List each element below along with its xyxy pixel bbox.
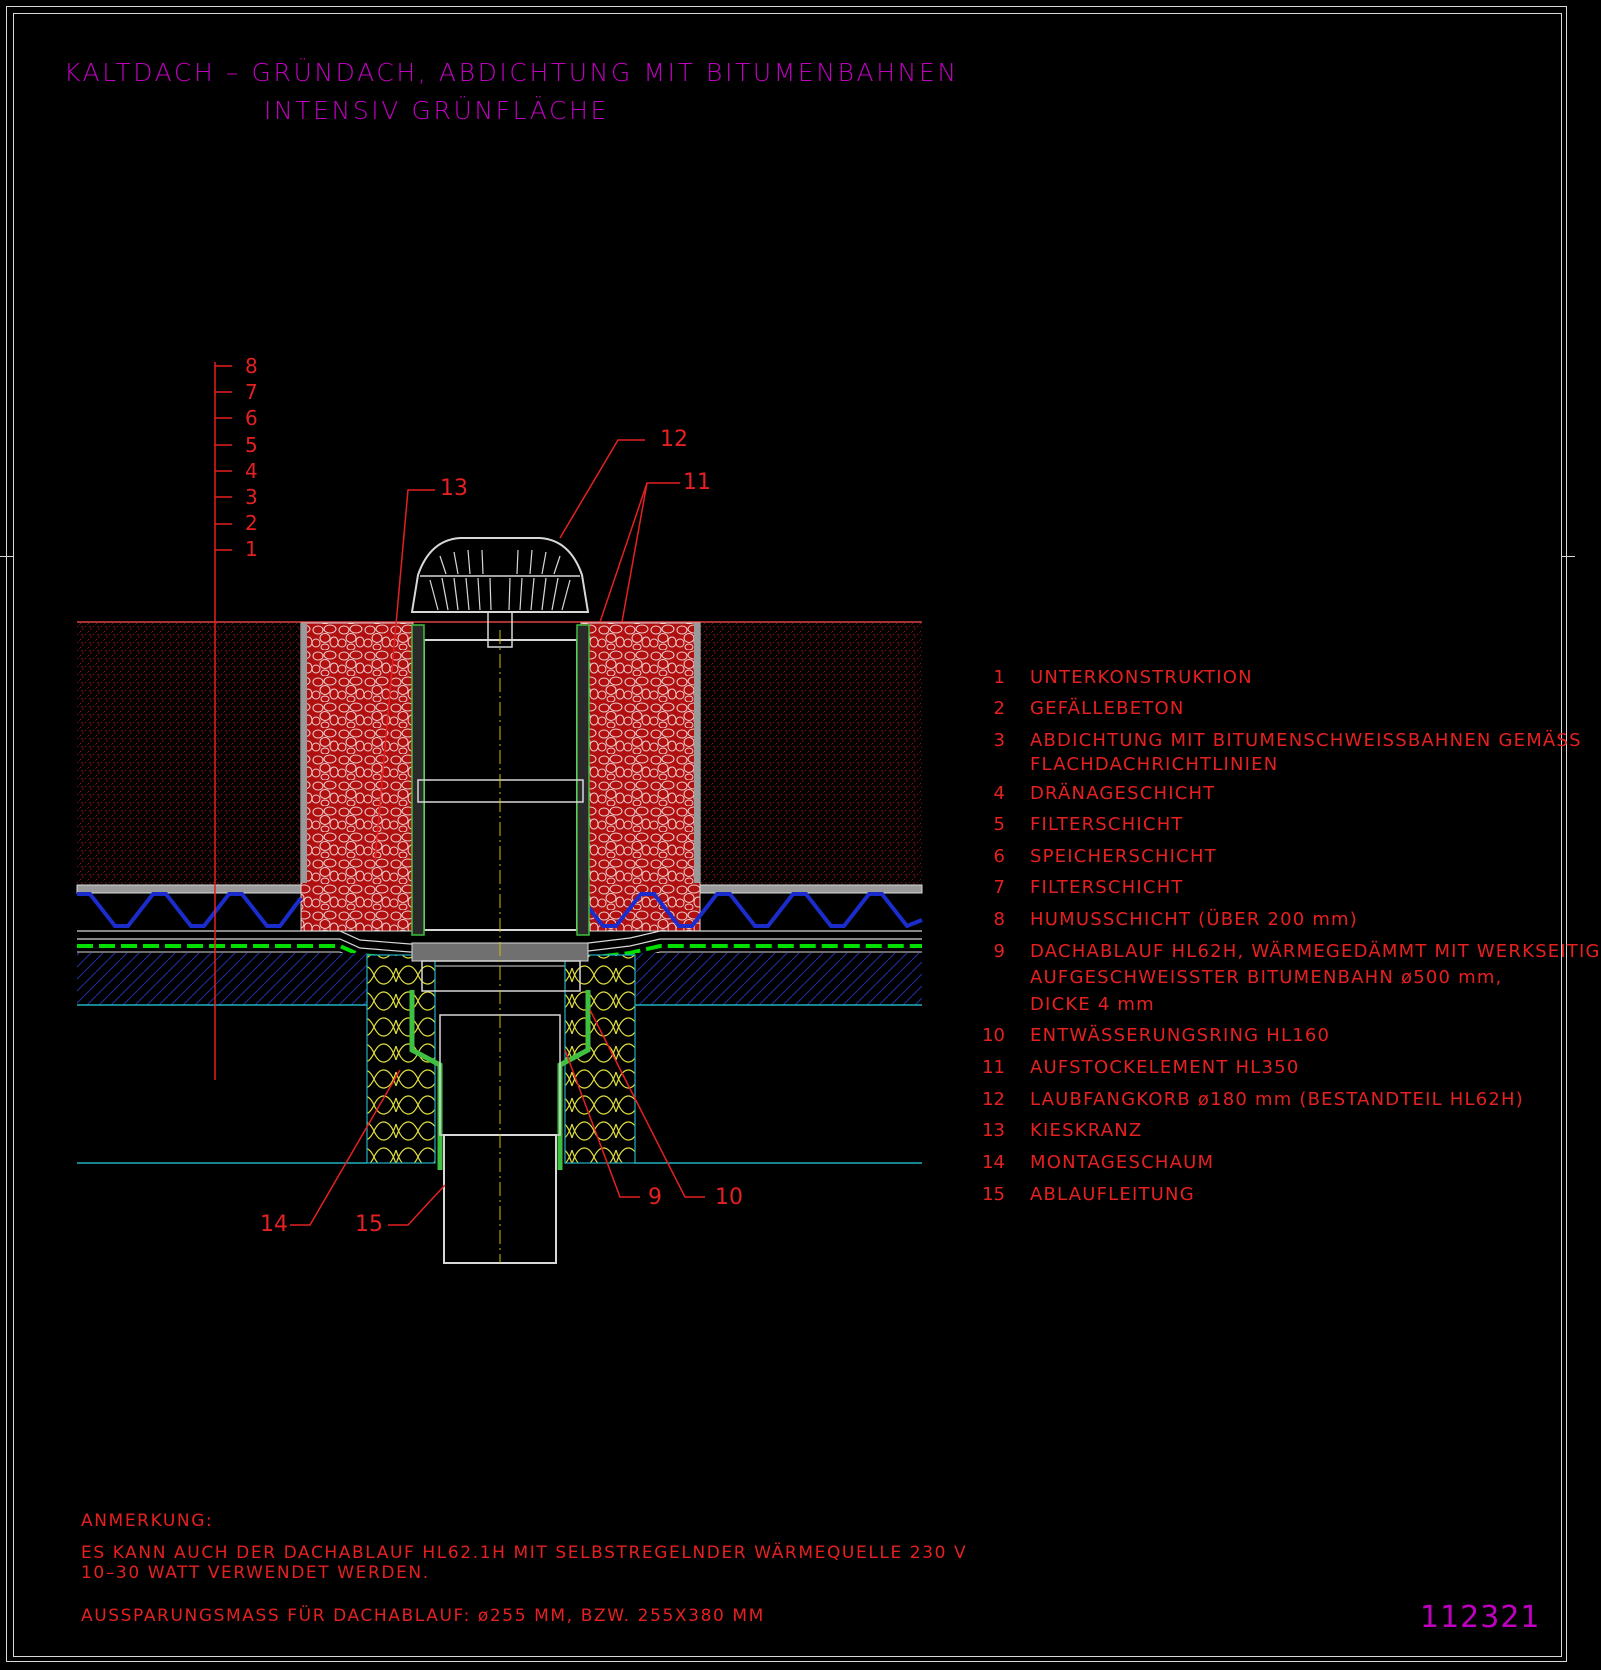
leader-11a [599,482,680,623]
callout-11: 11 [683,470,711,495]
legend-num-2: 2 [993,698,1005,719]
legend-text-3: ABDICHTUNG MIT BITUMENSCHWEISSBAHNEN GEM… [1030,730,1582,751]
layer-scale-8: 8 [245,354,258,378]
callout-13: 13 [440,476,468,501]
drawing-frame-inner [13,13,1562,1657]
legend-num-13: 13 [982,1120,1005,1141]
drawing-number: 112321 [1420,1600,1541,1635]
layer-scale-1: 1 [245,537,258,561]
legend-num-8: 8 [993,909,1005,930]
legend-num-10: 10 [982,1025,1005,1046]
legend-text-14: MONTAGESCHAUM [1030,1152,1215,1173]
legend-text-7: FILTERSCHICHT [1030,877,1184,898]
leader-11b [621,482,648,623]
humus-layer-left [77,623,301,885]
slope-concrete-right [635,953,922,1005]
leader-14 [290,1069,401,1226]
legend-text-13: KIESKRANZ [1030,1120,1143,1141]
legend-num-3: 3 [993,730,1005,751]
frame-tick-right [1562,556,1575,557]
legend-num-14: 14 [982,1152,1005,1173]
legend-text-11: AUFSTOCKELEMENT HL350 [1030,1057,1300,1078]
leader-13 [374,489,435,861]
layer-scale-5: 5 [245,433,258,457]
legend-num-9: 9 [993,941,1005,962]
humus-layer-right [700,623,922,885]
legend-text-3b: FLACHDACHRICHTLINIEN [1030,754,1279,775]
legend-text-15: ABLAUFLEITUNG [1030,1184,1195,1205]
legend-num-7: 7 [993,877,1005,898]
legend-num-12: 12 [982,1089,1005,1110]
drawing-frame-outer [6,6,1567,1662]
legend-text-9b: AUFGESCHWEISSTER BITUMENBAHN ø500 mm, [1030,967,1503,988]
notes-heading: ANMERKUNG: [81,1511,214,1531]
legend-num-1: 1 [993,667,1005,688]
legend-num-15: 15 [982,1184,1005,1205]
legend-text-6: SPEICHERSCHICHT [1030,846,1217,867]
leader-10 [589,1009,705,1198]
layer-scale-3: 3 [245,485,258,509]
notes-line2: 10–30 WATT VERWENDET WERDEN. [81,1563,430,1583]
legend-text-1: UNTERKONSTRUKTION [1030,667,1253,688]
layer-scale-4: 4 [245,459,258,483]
layer-scale-2: 2 [245,511,258,535]
drawing-title-line2: INTENSIV GRÜNFLÄCHE [264,96,609,125]
legend-text-2: GEFÄLLEBETON [1030,698,1185,719]
notes-line3: AUSSPARUNGSMASS FÜR DACHABLAUF: ø255 MM,… [81,1606,765,1626]
drainage-layer-right [579,892,923,929]
legend-num-6: 6 [993,846,1005,867]
callout-14: 14 [260,1212,288,1237]
legend-text-9: DACHABLAUF HL62H, WÄRMEGEDÄMMT MIT WERKS… [1030,941,1601,962]
leader-15 [388,1184,446,1226]
legend-text-12: LAUBFANGKORB ø180 mm (BESTANDTEIL HL62H) [1030,1089,1525,1110]
gravel-ring-right [580,622,701,932]
mounting-foam-right [564,954,636,1164]
slope-concrete-left [77,953,367,1005]
notes-line1: ES KANN AUCH DER DACHABLAUF HL62.1H MIT … [81,1543,968,1563]
callout-12: 12 [660,427,688,452]
legend-text-5: FILTERSCHICHT [1030,814,1184,835]
legend-text-10: ENTWÄSSERUNGSRING HL160 [1030,1025,1331,1046]
drawing-title-line1: KALTDACH – GRÜNDACH, ABDICHTUNG MIT BITU… [64,58,959,87]
callout-9: 9 [648,1185,662,1210]
legend-text-9c: DICKE 4 mm [1030,994,1155,1015]
legend-text-4: DRÄNAGESCHICHT [1030,783,1216,804]
drainage-layer-left [77,892,303,928]
gravel-ring-left [300,622,414,932]
layer-scale-6: 6 [245,406,258,430]
legend-num-11: 11 [982,1057,1005,1078]
legend-num-4: 4 [993,783,1005,804]
leaf-guard-basket [410,537,590,613]
layer-scale-7: 7 [245,380,258,404]
callout-15: 15 [355,1212,383,1237]
legend-text-8: HUMUSSCHICHT (ÜBER 200 mm) [1030,909,1359,930]
leader-9 [564,1049,640,1198]
callout-10: 10 [715,1185,743,1210]
legend-num-5: 5 [993,814,1005,835]
frame-tick-left [0,556,13,557]
leader-12 [559,439,645,539]
